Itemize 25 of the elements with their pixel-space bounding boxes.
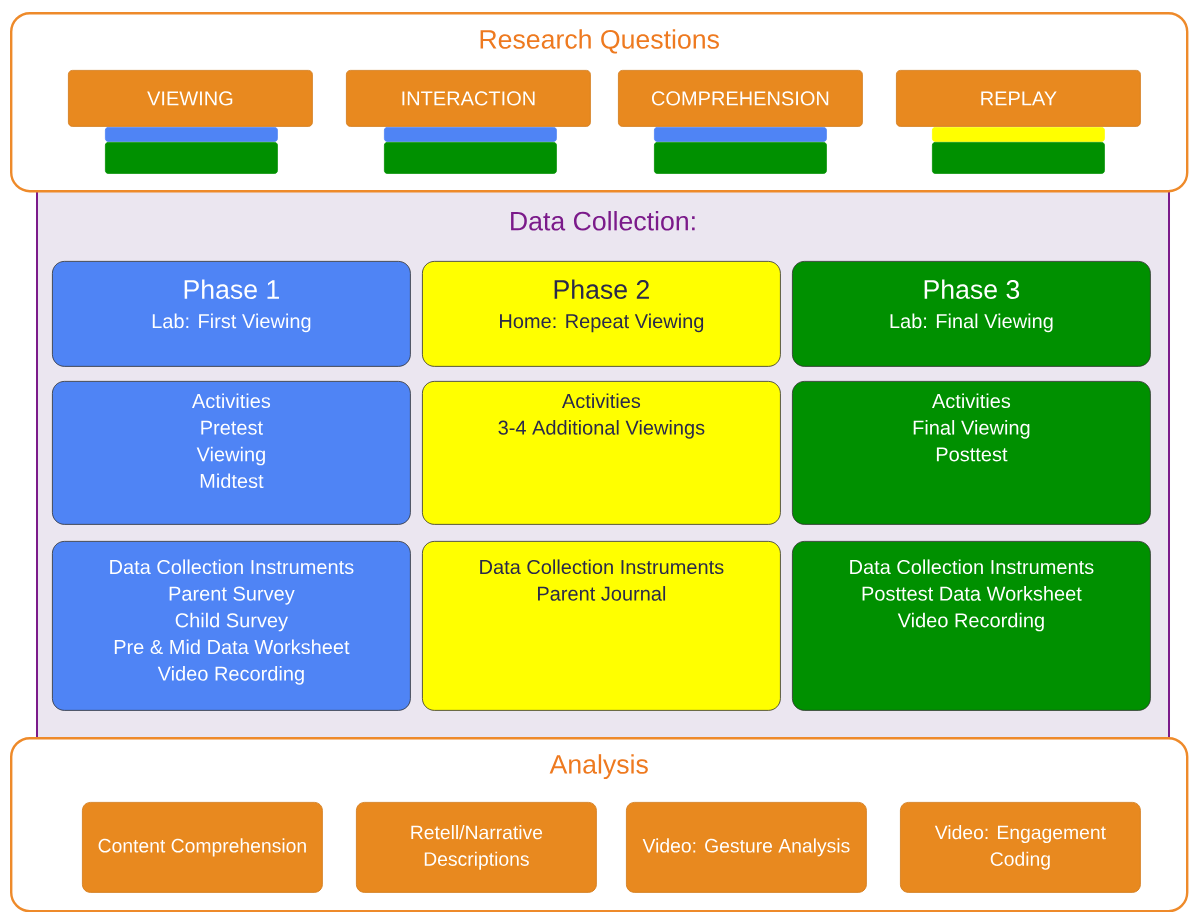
phase-bar bbox=[654, 142, 827, 174]
phase-box: Data Collection Instruments Parent Journal bbox=[422, 541, 781, 711]
phase-bar bbox=[105, 126, 278, 142]
phase-box: Data Collection Instruments Posttest Data Worksheet Video Recording bbox=[792, 541, 1151, 711]
question-tab: COMPREHENSION bbox=[618, 69, 863, 127]
phase-box: Activities Final Viewing Posttest bbox=[792, 381, 1151, 525]
phase-bar bbox=[654, 126, 827, 142]
phase-box: Phase 3 Lab: Final Viewing bbox=[792, 261, 1151, 367]
analysis-box: Video: Engagement Coding bbox=[900, 802, 1141, 893]
analysis-box: Content Comprehension bbox=[82, 802, 323, 893]
phase-bar bbox=[105, 142, 278, 174]
phase-box: Data Collection Instruments Parent Survey Child Survey Pre & Mid Data Worksheet Video Recording bbox=[52, 541, 411, 711]
phase-box: Activities 3-4 Additional Viewings bbox=[422, 381, 781, 525]
analysis-box: Retell/Narrative Descriptions bbox=[356, 802, 597, 893]
question-tab: REPLAY bbox=[896, 69, 1141, 127]
phase-bar bbox=[384, 142, 557, 174]
phase-bar bbox=[932, 142, 1105, 174]
question-tab: INTERACTION bbox=[346, 69, 591, 127]
phase-box: Phase 1 Lab: First Viewing bbox=[52, 261, 411, 367]
question-tab: VIEWING bbox=[68, 69, 313, 127]
analysis-box: Video: Gesture Analysis bbox=[626, 802, 867, 893]
phase-box: Activities Pretest Viewing Midtest bbox=[52, 381, 411, 525]
phase-bar bbox=[932, 126, 1105, 142]
phase-box: Phase 2 Home: Repeat Viewing bbox=[422, 261, 781, 367]
phase-bar bbox=[384, 126, 557, 142]
